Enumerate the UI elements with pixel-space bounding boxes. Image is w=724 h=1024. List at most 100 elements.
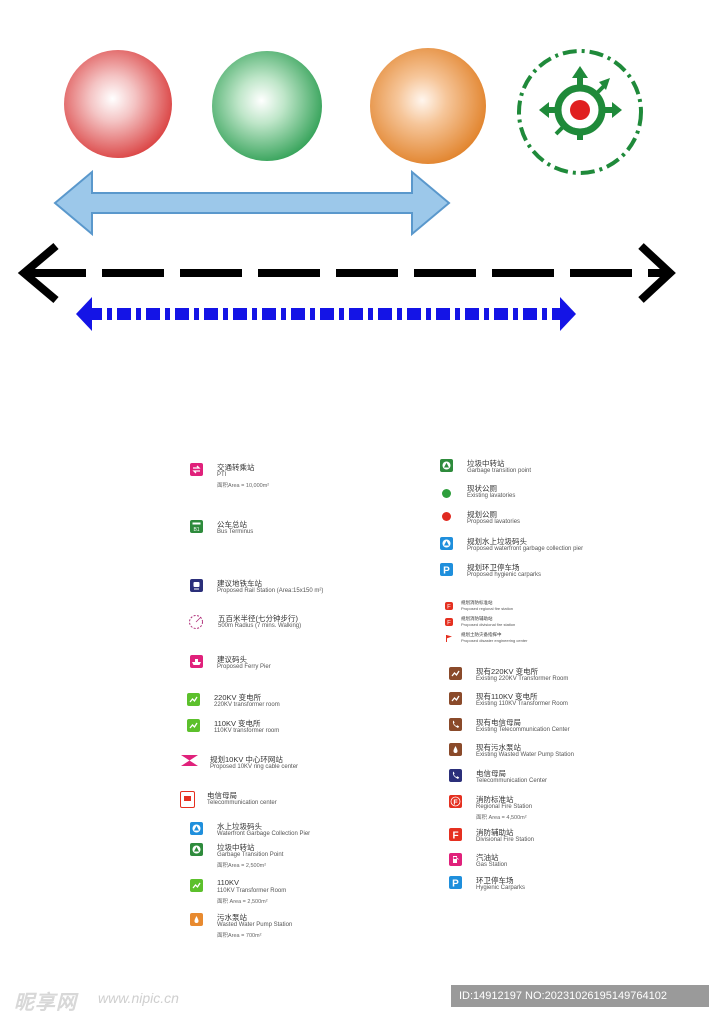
legend-en: Telecommunication Center [476, 778, 548, 784]
rail-icon [190, 579, 203, 592]
legend-zh: 现有110KV 变电所 [476, 692, 538, 701]
fire-icon: F [449, 828, 462, 841]
phone-icon [449, 718, 462, 731]
legend-zh: 电信母局 [476, 769, 506, 778]
flag-icon [445, 634, 453, 642]
radius-icon [188, 614, 204, 630]
legend-en: Existing lavatories [467, 493, 516, 499]
legend-zh: 规划公厕 [467, 510, 497, 519]
svg-text:B1: B1 [193, 527, 199, 533]
black-dashed-double-arrow [17, 242, 676, 304]
legend-zh: 规划消防辅助站 [461, 616, 493, 621]
pump-icon [449, 743, 462, 756]
blue-dashdot-double-arrow [76, 297, 576, 331]
legend-zh: 垃圾中转站 [217, 843, 255, 852]
transformer-icon [187, 719, 200, 732]
legend-zh: 建议地铁车站 [217, 579, 262, 588]
watermark-url: www.nipic.cn [98, 990, 179, 1006]
parking-icon: P [440, 563, 453, 576]
svg-text:F: F [447, 621, 451, 627]
legend-en: Proposed Rail Station (Area:15x150 m²) [217, 588, 324, 594]
legend-zh: 规划土防灾备指挥中 [461, 632, 502, 637]
legend-zh: 水上垃圾码头 [217, 822, 262, 831]
legend-en: Existing Telecommunication Center [476, 727, 570, 733]
lavatory-dot-icon [442, 489, 451, 498]
legend-en: Proposed hygienic carparks [467, 572, 542, 578]
legend-zh: 现有电信母局 [476, 718, 521, 727]
transformer-icon [449, 667, 462, 680]
legend-en: Wasted Water Pump Station [217, 922, 293, 928]
telecom-icon [180, 791, 195, 808]
gas-icon [449, 853, 462, 866]
legend-zh: 规划环卫停车场 [467, 563, 520, 572]
red-sphere [64, 50, 172, 158]
legend-en: Proposed regional fire station [461, 606, 514, 611]
svg-text:P: P [452, 879, 459, 890]
pump-icon [190, 913, 203, 926]
garbage-pier-icon [190, 822, 203, 835]
ferry-icon [190, 655, 203, 668]
legend-zh: 电信母局 [207, 791, 237, 800]
ring-cable-icon [181, 755, 198, 766]
legend-en: Garbage Transition Point [217, 852, 284, 858]
legend-zh: 垃圾中转站 [467, 459, 505, 468]
legend-en: Proposed divisional fire station [461, 622, 516, 627]
legend-zh: 110KV 变电所 [214, 719, 261, 728]
image-id-bar: ID:14912197 NO:20231026195149764102 [451, 985, 709, 1007]
legend-en: Divisional Fire Station [476, 837, 535, 843]
transfer-icon [190, 463, 203, 476]
legend-en: Proposed lavatories [467, 519, 521, 525]
parking-icon: P [449, 876, 462, 889]
legend-zh: 消防标准站 [476, 795, 514, 804]
legend-zh: 五百米半径(七分钟步行) [218, 614, 298, 623]
fire-icon: F [445, 602, 453, 610]
legend-en: Regional Fire Station [476, 804, 533, 810]
legend-en: Hygienic Carparks [476, 885, 526, 891]
legend-area: 面积Area = 2,500m² [217, 863, 267, 869]
roundabout-icon [517, 49, 643, 175]
transformer-icon [187, 693, 200, 706]
transformer-icon [190, 879, 203, 892]
legend-zh: 规划消防标准站 [461, 600, 493, 605]
svg-text:F: F [452, 831, 458, 842]
lavatory-dot-icon [442, 512, 451, 521]
legend-en: Bus Terminus [217, 529, 254, 535]
legend-en: Proposed waterfront garbage collection p… [467, 546, 584, 552]
symbol-graphics [17, 48, 676, 331]
legend-en: Telecommunication center [207, 800, 277, 806]
legend-zh: 规划10KV 中心环网站 [210, 755, 283, 764]
svg-text:P: P [443, 566, 450, 577]
legend-zh: 建议码头 [217, 655, 247, 664]
phone-icon [449, 769, 462, 782]
legend-zh: 公车总站 [217, 520, 247, 529]
legend-zh: 交通转乘站 [217, 463, 255, 472]
legend-zh: 环卫停车场 [476, 876, 514, 885]
legend-area: 面积 Area = 4,500m² [476, 815, 527, 821]
light-blue-double-arrow [53, 169, 451, 237]
legend-en: Garbage transition point [467, 468, 532, 474]
watermark-brand: 昵享网 [14, 992, 77, 1014]
orange-sphere [370, 48, 486, 164]
legend-zh: 规划水上垃圾码头 [467, 537, 527, 546]
legend-area: 面积Area = 10,000m² [217, 483, 270, 489]
green-sphere [212, 51, 322, 161]
legend-zh: 污水泵站 [217, 913, 247, 922]
transformer-icon [449, 692, 462, 705]
legend-en: Proposed Ferry Pier [217, 664, 271, 670]
garbage-icon [440, 459, 453, 472]
bus-icon: B1 [190, 520, 203, 533]
legend-zh: 现有220KV 变电所 [476, 667, 539, 676]
legend-zh: 220KV 变电所 [214, 693, 262, 702]
legend-zh: 110KV [217, 878, 239, 887]
legend-en: 220KV transformer room [214, 702, 280, 708]
legend-en: 110KV transformer room [214, 728, 280, 734]
garbage-icon [190, 843, 203, 856]
legend-en: 500m Radius (7 mins. Walking) [218, 623, 302, 629]
legend-en: Existing 220KV Transformer Room [476, 676, 569, 682]
fire-icon: F [445, 618, 453, 626]
legend-en: Gas Station [476, 862, 508, 868]
legend-en: Proposed disaster engineering center [461, 638, 528, 643]
legend-zh: 消防辅助站 [476, 828, 514, 837]
legend-zh: 现状公厕 [467, 484, 497, 493]
legend-en: Proposed 10KV ring cable center [210, 764, 299, 770]
